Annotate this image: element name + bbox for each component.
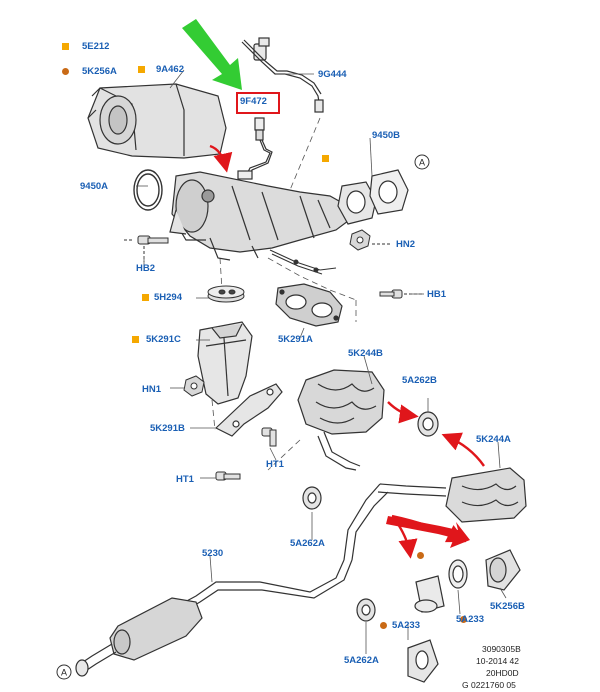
label-5k256b: 5K256B — [490, 601, 525, 612]
muffler-5k244a — [445, 467, 527, 523]
label-hb1: HB1 — [427, 289, 447, 300]
label-5k291a: 5K291A — [278, 334, 313, 345]
label-9450a: 9450A — [80, 181, 108, 192]
label-5a233-b: 5A233 — [392, 620, 420, 631]
label-9f472: 9F472 — [240, 96, 267, 107]
insulator-5a262a-low — [356, 598, 376, 622]
catalytic-converter — [169, 171, 353, 261]
label-5k244a: 5K244A — [476, 434, 511, 445]
svg-text:A: A — [419, 158, 425, 168]
label-5k291b: 5K291B — [150, 423, 185, 434]
insulator-5h294 — [207, 285, 245, 303]
legend-square-label: 5E212 — [82, 41, 110, 52]
reference-marker-a-upper: A — [414, 154, 430, 170]
intermediate-pipe-5230 — [169, 559, 353, 617]
marker-square-converter — [322, 155, 329, 162]
muffler-5k244b — [297, 369, 385, 435]
highlight-box-9f472 — [236, 92, 280, 114]
red-arrow-band — [386, 516, 470, 548]
bolt-hb2 — [124, 235, 169, 262]
stud-ht1 — [215, 427, 277, 481]
exhaust-pipe-main — [317, 431, 447, 561]
marker-circle-5a233-a — [460, 616, 467, 623]
label-leader-lines — [136, 69, 507, 654]
label-9a462: 9A462 — [156, 64, 184, 75]
marker-square-9a462 — [138, 66, 145, 73]
label-ht1-b: HT1 — [176, 474, 194, 485]
bracket-5k291b — [214, 383, 283, 437]
green-pointer-arrow-icon — [182, 19, 242, 90]
insulator-5a262b — [417, 411, 439, 437]
svg-text:A: A — [61, 668, 67, 678]
label-5a233-a: 5A233 — [456, 614, 484, 625]
marker-circle-5a233-b — [380, 622, 387, 629]
insulator-5a262a-mid — [302, 486, 322, 510]
heat-shield-9a462 — [87, 83, 227, 159]
label-5k244b: 5K244B — [348, 348, 383, 359]
marker-square-5k291c — [132, 336, 139, 343]
label-5k291c: 5K291C — [146, 334, 181, 345]
oxygen-sensor-harness-upper — [241, 37, 324, 113]
clamp-5a233 — [407, 639, 439, 683]
nut-hn1 — [183, 375, 205, 397]
label-hn1: HN1 — [142, 384, 162, 395]
footer-ref-line4: G 0221760 05 — [462, 680, 516, 690]
oxygen-sensor-9f472 — [237, 117, 273, 180]
label-5a262a-low: 5A262A — [344, 655, 379, 666]
label-5230: 5230 — [202, 548, 224, 559]
label-hb2: HB2 — [136, 263, 156, 274]
label-5a262b: 5A262B — [402, 375, 437, 386]
footer-ref-line3: 20HD0D — [486, 668, 519, 678]
heat-shield-5k291a — [275, 283, 343, 327]
sleeve-5k256a — [414, 575, 445, 613]
front-pipe-flange — [75, 643, 117, 677]
legend-square-swatch — [62, 43, 69, 50]
nut-hn2 — [349, 229, 392, 251]
label-5h294: 5H294 — [154, 292, 182, 303]
legend-circle-swatch — [62, 68, 69, 75]
marker-square-5h294 — [142, 294, 149, 301]
clamp-5k256b — [448, 549, 521, 591]
label-hn2: HN2 — [396, 239, 416, 250]
marker-circle-sleeve — [417, 552, 424, 559]
gasket-9450a — [133, 169, 163, 211]
bracket-5k291c — [197, 321, 253, 405]
label-9g444: 9G444 — [318, 69, 347, 80]
footer-ref-line1: 3090305B — [482, 644, 521, 654]
reference-marker-a-lower: A — [56, 664, 72, 680]
label-ht1-a: HT1 — [266, 459, 284, 470]
front-resonator — [109, 597, 203, 661]
label-5a262a-mid: 5A262A — [290, 538, 325, 549]
flange-gasket-9450b — [337, 169, 409, 225]
footer-ref-line2: 10-2014 42 — [476, 656, 520, 666]
label-9450b: 9450B — [372, 130, 400, 141]
converter-harness — [269, 249, 337, 275]
legend-circle-label: 5K256A — [82, 66, 117, 77]
